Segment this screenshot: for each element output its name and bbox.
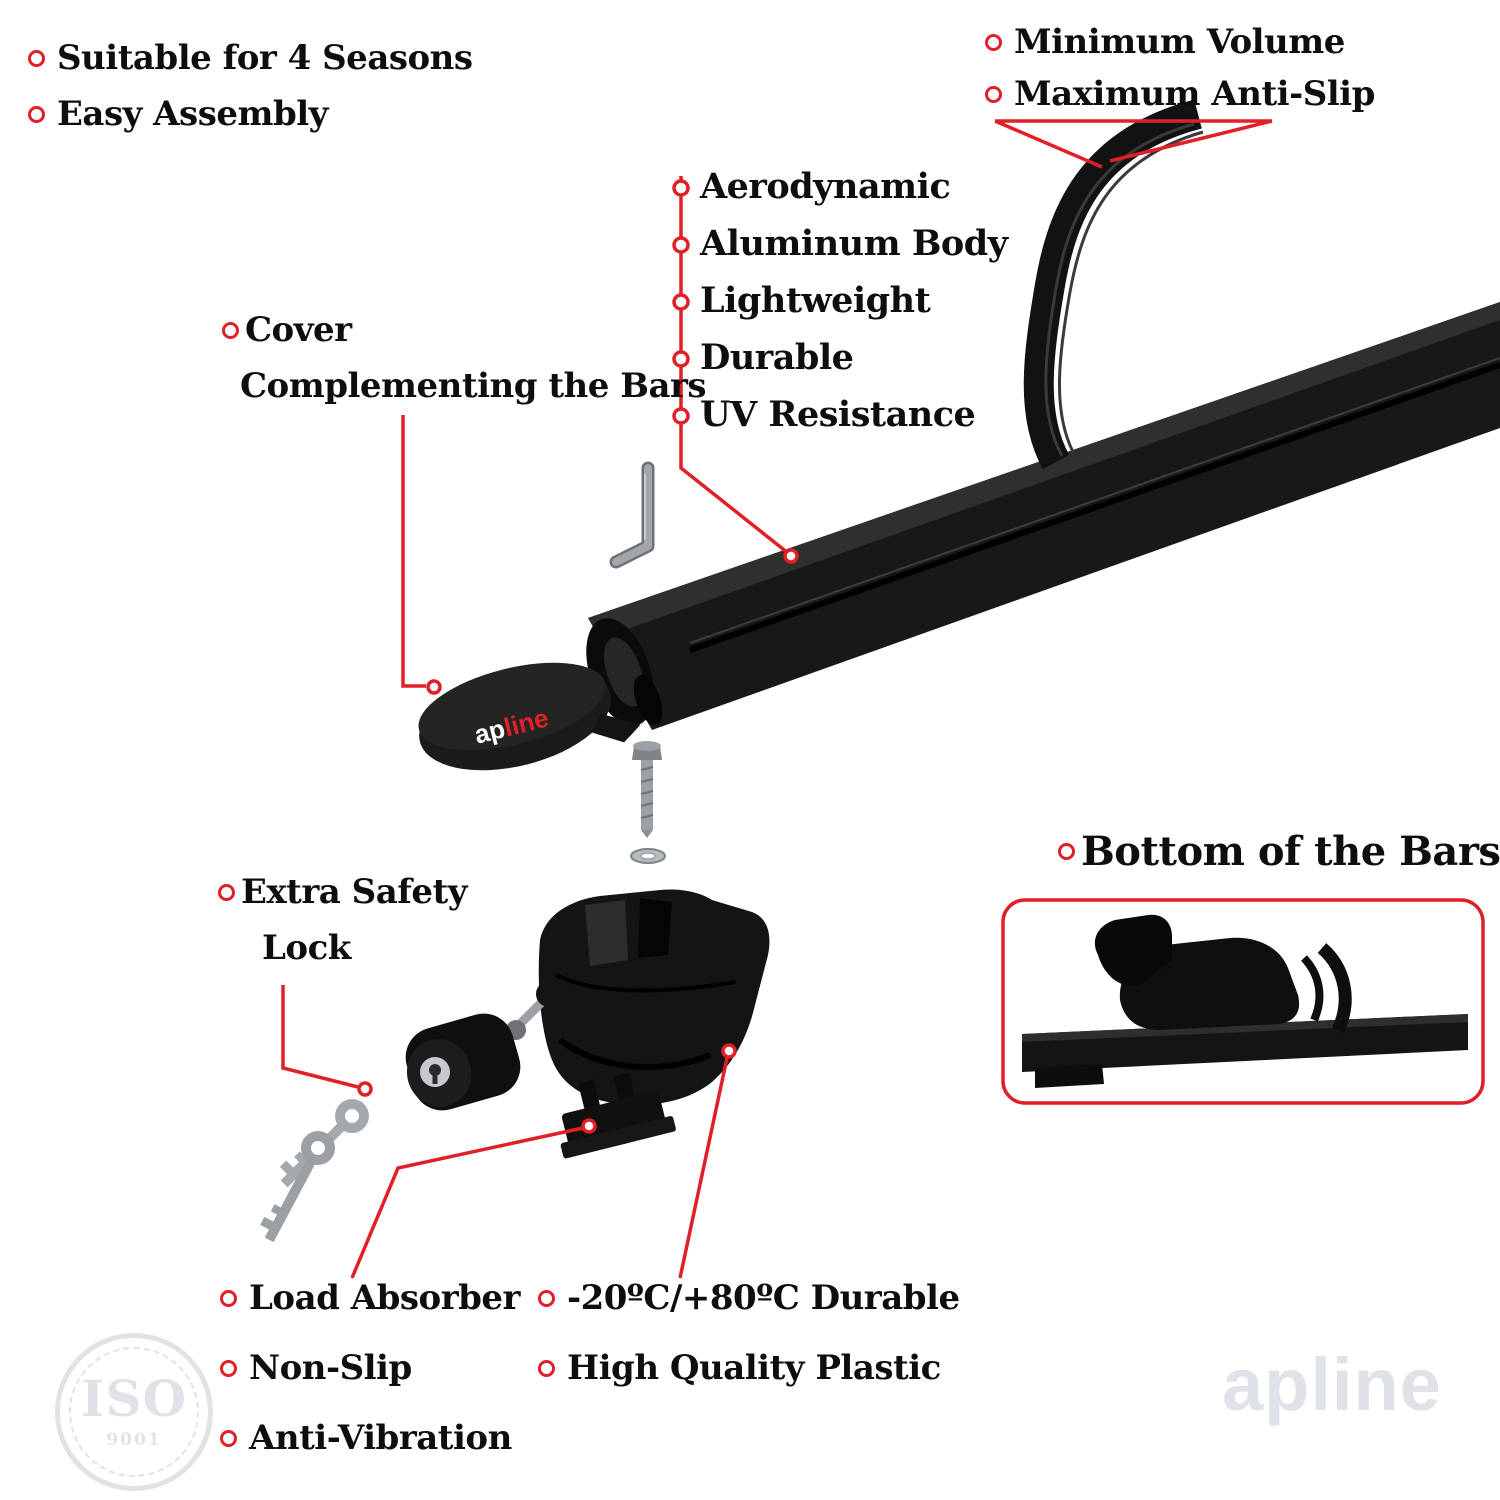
callout-lock: Lock xyxy=(262,928,351,968)
bullet-icon xyxy=(985,85,1002,103)
bullet-icon xyxy=(218,883,235,901)
callout-line-antislip xyxy=(994,119,1273,169)
callout-text: Aerodynamic xyxy=(700,166,951,207)
callout-endpoint-icon xyxy=(783,548,799,564)
callout-text: Durable xyxy=(700,337,854,378)
brand-watermark: apline xyxy=(1222,1343,1442,1426)
callout-line-features xyxy=(679,176,790,555)
callout-feature-uv-resistance: UV Resistance xyxy=(700,394,976,435)
bullet-icon xyxy=(28,105,45,123)
washer-icon xyxy=(630,848,666,864)
bolt-icon xyxy=(632,741,662,838)
bullet-icon xyxy=(1058,843,1075,860)
callout-endpoint-icon xyxy=(426,679,442,695)
keys-icon xyxy=(260,1099,369,1243)
bullet-icon xyxy=(538,1359,555,1377)
callout-bottom-of-bars: Bottom of the Bars xyxy=(1058,828,1500,875)
bullet-icon xyxy=(222,321,239,339)
callout-line-cover xyxy=(401,415,426,688)
callout-text: -20ºC/+80ºC Durable xyxy=(567,1278,960,1318)
callout-suitable-4-seasons: Suitable for 4 Seasons xyxy=(28,38,473,78)
feature-bullet-icon xyxy=(672,350,690,368)
foot-clamp xyxy=(538,889,770,1106)
callout-easy-assembly: Easy Assembly xyxy=(28,94,328,134)
callout-text: Easy Assembly xyxy=(57,94,328,134)
callout-text: Non-Slip xyxy=(249,1348,412,1388)
callout-line-lock xyxy=(281,985,359,1089)
callout-endpoint-icon xyxy=(357,1081,373,1097)
callout-line-temperature xyxy=(678,1057,729,1279)
callout-extra-safety: Extra Safety xyxy=(218,872,467,912)
end-cap-cover: apline xyxy=(418,662,641,771)
bullet-icon xyxy=(538,1289,555,1307)
callout-line-load-absorber xyxy=(350,1126,584,1279)
safety-lock xyxy=(405,981,562,1111)
callout-text: Suitable for 4 Seasons xyxy=(57,38,473,78)
callout-text: Load Absorber xyxy=(249,1278,520,1318)
callout-text: Cover xyxy=(245,310,352,350)
callout-cover-line2: Complementing the Bars xyxy=(240,366,707,406)
bullet-icon xyxy=(28,49,45,67)
rubber-strip xyxy=(1023,99,1204,470)
callout-text: Lightweight xyxy=(700,280,931,321)
callout-minimum-volume: Minimum Volume xyxy=(985,22,1345,62)
callout-anti-vibration: Anti-Vibration xyxy=(220,1418,512,1458)
feature-bullet-icon xyxy=(672,179,690,197)
callout-text: UV Resistance xyxy=(700,394,976,435)
callout-maximum-anti-slip: Maximum Anti-Slip xyxy=(985,74,1375,114)
callout-feature-durable: Durable xyxy=(700,337,854,378)
callout-endpoint-icon xyxy=(581,1118,597,1134)
callout-text: High Quality Plastic xyxy=(567,1348,941,1388)
roof-bar xyxy=(586,302,1500,730)
callout-temperature-durable: -20ºC/+80ºC Durable xyxy=(538,1278,960,1318)
bullet-icon xyxy=(220,1289,237,1307)
callout-text: Maximum Anti-Slip xyxy=(1014,74,1375,114)
callout-high-quality-plastic: High Quality Plastic xyxy=(538,1348,941,1388)
callout-feature-aluminum-body: Aluminum Body xyxy=(700,223,1008,264)
allen-key-icon xyxy=(609,461,655,569)
feature-bullet-icon xyxy=(672,236,690,254)
callout-text: Minimum Volume xyxy=(1014,22,1345,62)
bullet-icon xyxy=(985,33,1002,51)
iso-badge: ISO 9001 xyxy=(55,1333,213,1491)
callout-endpoint-icon xyxy=(721,1043,737,1059)
bullet-icon xyxy=(220,1429,237,1447)
bullet-icon xyxy=(220,1359,237,1377)
feature-bullet-icon xyxy=(672,407,690,425)
callout-text: Lock xyxy=(262,928,351,968)
callout-text: Aluminum Body xyxy=(700,223,1008,264)
callout-cover: Cover xyxy=(222,310,352,350)
callout-non-slip: Non-Slip xyxy=(220,1348,412,1388)
callout-load-absorber: Load Absorber xyxy=(220,1278,520,1318)
feature-bullet-icon xyxy=(672,293,690,311)
callout-text: Anti-Vibration xyxy=(249,1418,512,1458)
callout-text: Complementing the Bars xyxy=(240,366,707,406)
callout-feature-aerodynamic: Aerodynamic xyxy=(700,166,951,207)
callout-feature-lightweight: Lightweight xyxy=(700,280,931,321)
callout-text: Bottom of the Bars xyxy=(1081,828,1500,875)
callout-text: Extra Safety xyxy=(241,872,467,912)
bottom-of-bars-box xyxy=(1001,898,1485,1105)
